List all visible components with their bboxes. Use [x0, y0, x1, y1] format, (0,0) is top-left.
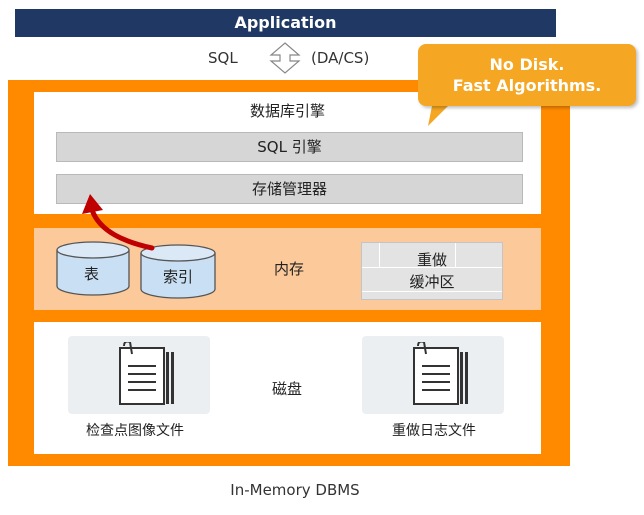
diagram-caption: In-Memory DBMS	[230, 481, 360, 499]
disk-label: 磁盘	[272, 380, 303, 398]
storage-manager-bar: 存储管理器	[56, 174, 523, 204]
engine-title: 数据库引擎	[249, 102, 325, 120]
da-cs-label: (DA/CS)	[311, 49, 370, 67]
database-engine-box: 数据库引擎 SQL 引擎 存储管理器	[34, 92, 541, 214]
memory-label: 内存	[274, 260, 305, 278]
redo-log-file-label: 重做日志文件	[392, 423, 476, 439]
document-icon	[119, 342, 174, 405]
table-cylinder-icon	[56, 241, 130, 296]
sql-label: SQL	[208, 49, 238, 67]
application-bar: Application	[15, 9, 556, 37]
table-label: 表	[84, 265, 100, 283]
document-icon	[413, 342, 468, 405]
redo-log-file-card	[362, 336, 504, 414]
bidirectional-arrow-icon	[269, 42, 301, 74]
index-label: 索引	[163, 268, 194, 286]
checkpoint-file-card	[68, 336, 210, 414]
sql-engine-bar: SQL 引擎	[56, 132, 523, 162]
disk-box: 检查点图像文件 磁盘 重做日志文件	[34, 322, 541, 454]
red-curved-arrow-icon	[82, 194, 155, 251]
checkpoint-file-label: 检查点图像文件	[86, 423, 184, 439]
redo-buffer: 重做 缓冲区	[361, 242, 503, 300]
index-cylinder-icon	[140, 244, 216, 299]
redo-buffer-label-2: 缓冲区	[409, 273, 455, 291]
callout-line-2: Fast Algorithms.	[452, 76, 602, 95]
callout-bubble: No Disk. Fast Algorithms.	[418, 44, 636, 106]
callout-line-1: No Disk.	[489, 55, 565, 74]
redo-buffer-label-1: 重做	[416, 251, 447, 269]
